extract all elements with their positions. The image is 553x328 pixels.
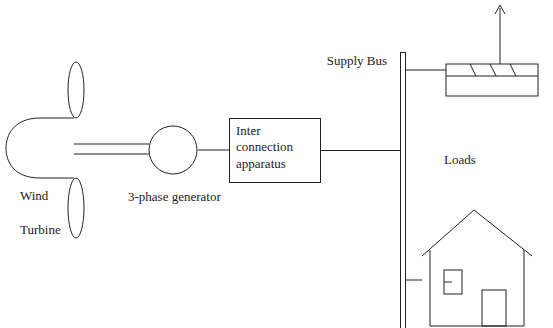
turbine-label: Turbine: [20, 222, 61, 238]
turbine-label: Wind: [20, 188, 48, 204]
interconnection-box: Inter connection apparatus: [229, 118, 321, 183]
load-feeder: [406, 280, 422, 281]
node-label: Inter connection apparatus: [236, 123, 314, 172]
house-load: [422, 210, 532, 326]
turbine-blade: [68, 178, 84, 238]
factory-load: [446, 5, 538, 96]
shaft: [74, 144, 149, 145]
shaft: [74, 154, 149, 155]
turbine-hub: [6, 118, 74, 178]
node-label: Supply Bus: [327, 53, 387, 69]
load-feeder: [406, 70, 446, 71]
turbine-blade: [68, 62, 84, 118]
connector-line: [198, 150, 229, 151]
generator-circle: 3-phase generator: [148, 125, 198, 175]
supply-bus: Supply Bus: [400, 52, 406, 328]
generator-outline: [148, 125, 198, 175]
connector-line: [321, 150, 400, 151]
loads-label: Loads: [444, 152, 476, 168]
node-label: 3-phase generator: [128, 189, 221, 205]
